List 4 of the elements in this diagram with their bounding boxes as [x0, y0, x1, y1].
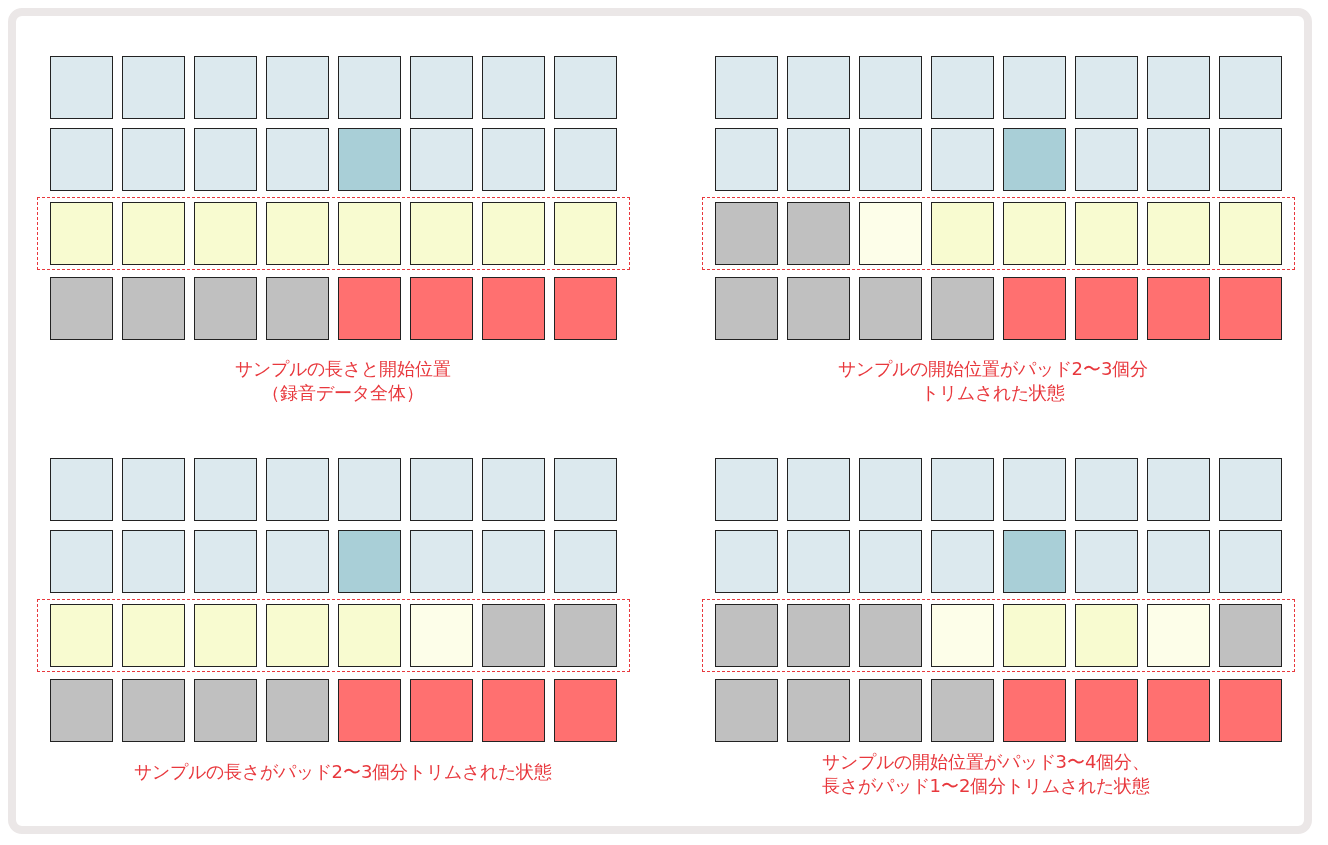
caption-text: サンプルの開始位置がパッド2〜3個分トリムされた状態	[836, 357, 1150, 405]
caption-text: サンプルの開始位置がパッド3〜4個分、長さがパッド1〜2個分トリムされた状態	[820, 750, 1152, 798]
caption-text: サンプルの長さがパッド2〜3個分トリムされた状態	[133, 760, 553, 784]
caption-text: サンプルの長さと開始位置（録音データ全体）	[234, 357, 452, 405]
